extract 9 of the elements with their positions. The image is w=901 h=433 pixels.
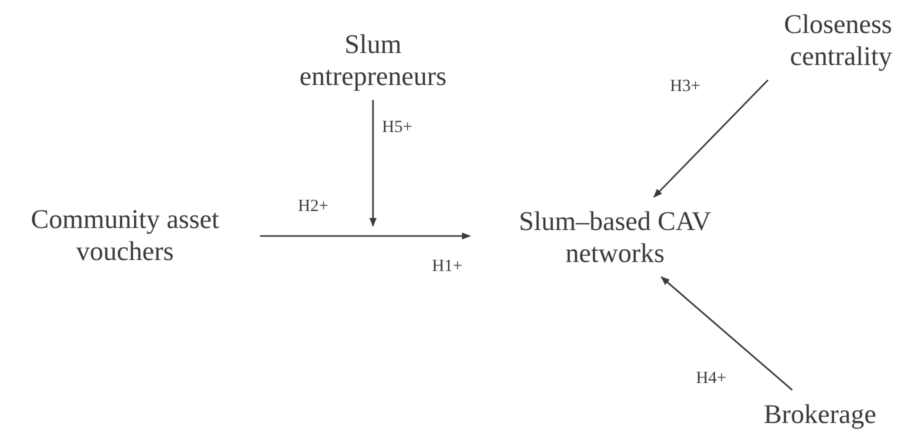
- node-label: Brokerage: [764, 398, 876, 430]
- arrow: [260, 232, 471, 240]
- node-label: Closeness centrality: [783, 8, 892, 72]
- node-label: Slum entrepreneurs: [298, 28, 448, 92]
- arrow: [653, 79, 769, 198]
- node-label: Slum–based CAV networks: [518, 205, 712, 269]
- arrow: [369, 100, 377, 227]
- node-label: Community asset vouchers: [30, 203, 220, 267]
- arrow: [660, 276, 793, 391]
